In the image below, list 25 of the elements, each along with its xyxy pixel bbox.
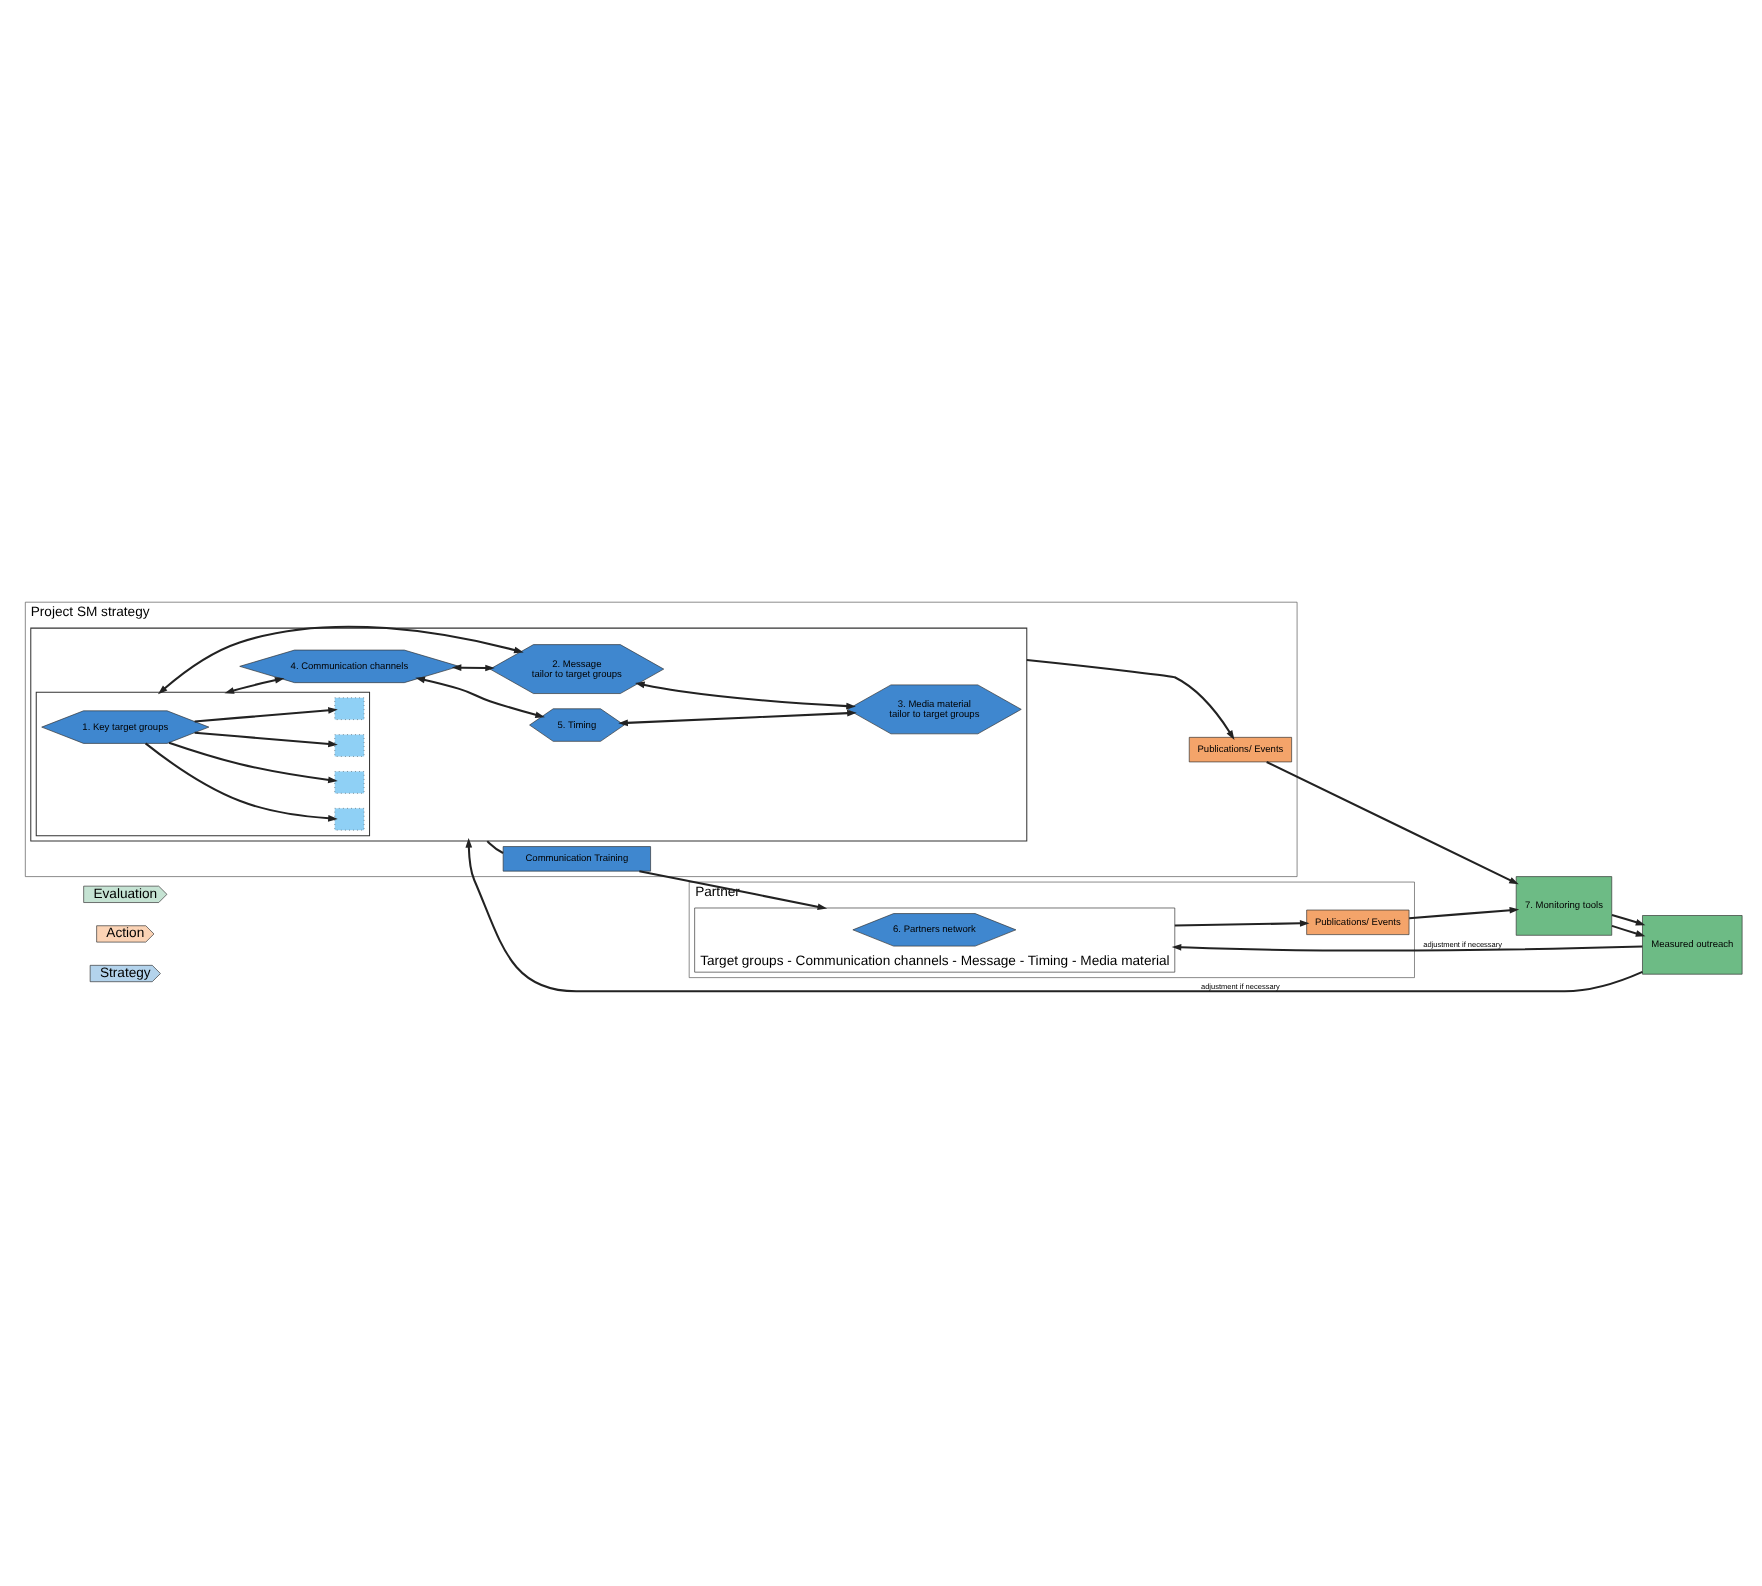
arrow: [451, 663, 495, 671]
arrow: [1026, 657, 1235, 739]
arrow: [639, 869, 828, 909]
arrow: [465, 837, 1643, 992]
arrow: [635, 680, 856, 709]
arrow: [194, 730, 338, 747]
node-box: [334, 807, 365, 830]
arrow: [194, 706, 338, 722]
cluster: [35, 690, 371, 836]
arrow: [157, 624, 524, 694]
arrow: [415, 675, 545, 718]
arrow: [618, 708, 857, 726]
node-box: [334, 696, 365, 719]
arrow: [1174, 919, 1310, 926]
arrow: [1611, 923, 1646, 936]
arrow: [1266, 760, 1519, 884]
arrow: [144, 741, 338, 821]
arrow: [1409, 905, 1520, 919]
node-box: [334, 770, 365, 793]
arrow: [168, 740, 338, 783]
arrow: [1171, 942, 1643, 951]
arrow: [1611, 913, 1646, 925]
node-box: [334, 733, 365, 756]
arrow: [224, 676, 285, 693]
connector: [486, 839, 504, 853]
